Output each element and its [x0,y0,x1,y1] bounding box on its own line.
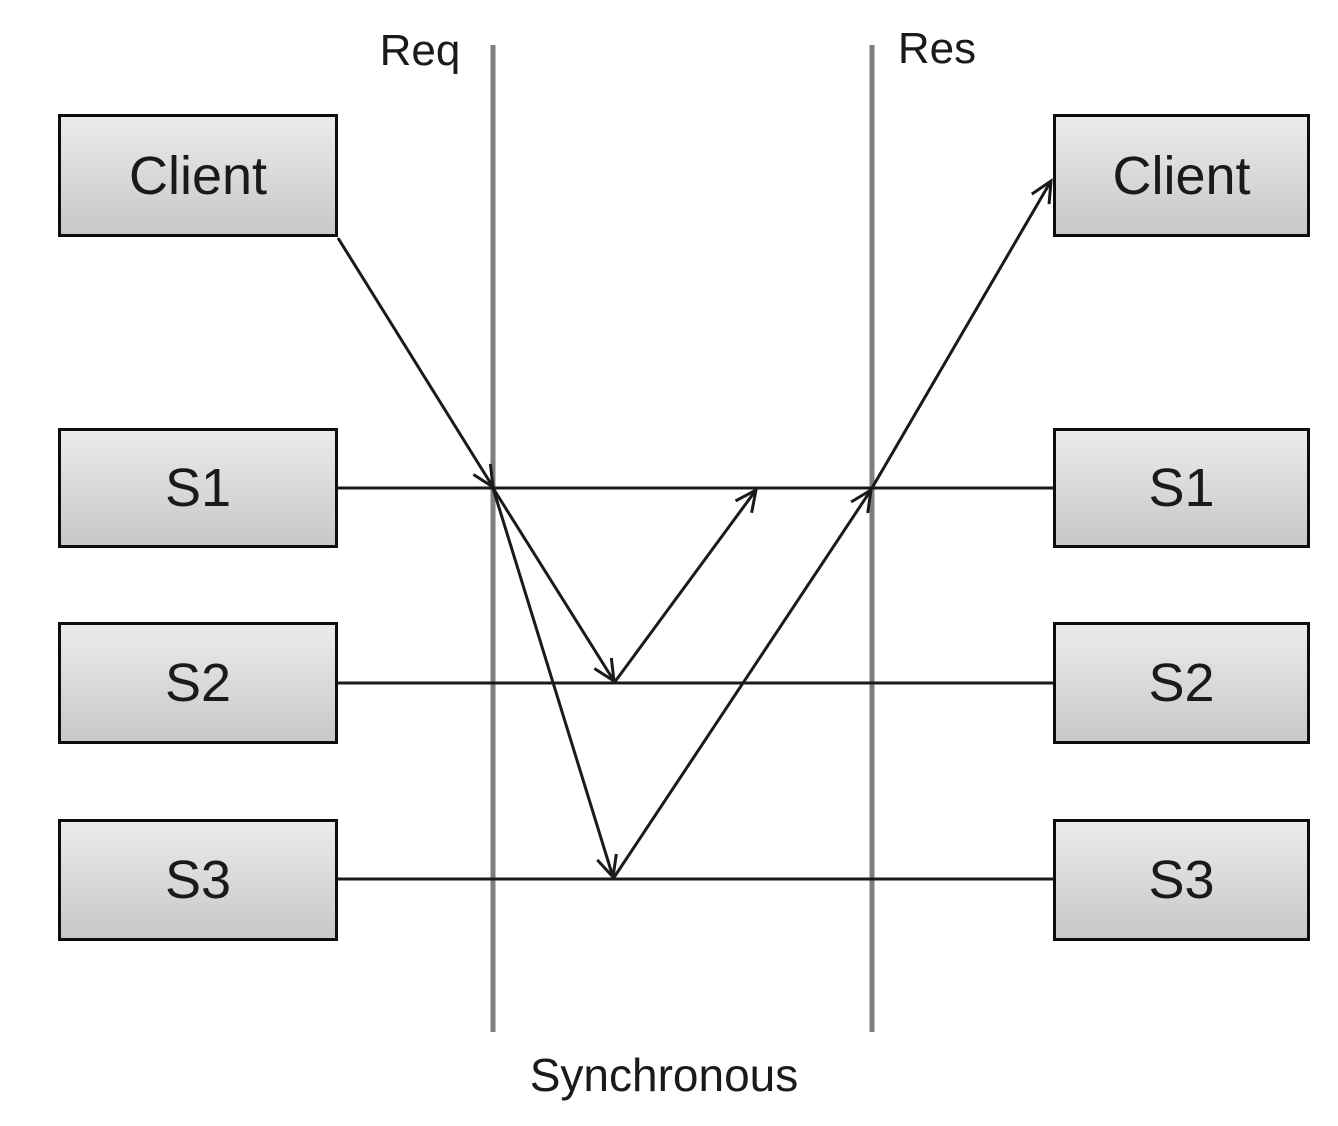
node-label: Client [1112,145,1251,206]
node-left-s1: S1 [58,428,338,548]
node-label: S1 [164,458,232,518]
node-left-client: Client [58,114,338,237]
node-left-s3: S3 [58,819,338,941]
res-guide-label: Res [897,24,977,73]
edge-request-s1-to-s2 [491,487,614,681]
node-label: S2 [164,653,232,713]
node-label: S3 [1148,850,1215,910]
node-right-s3: S3 [1053,819,1310,941]
edge-response-s3-to-s1 [611,490,871,880]
diagram-caption: Synchronous [529,1049,799,1101]
node-right-client: Client [1053,114,1310,237]
node-label: S3 [164,850,232,910]
node-right-s2: S2 [1053,622,1310,744]
node-left-s2: S2 [58,622,338,744]
node-label: Client [128,145,268,206]
edge-response-s2-to-s1 [612,490,756,684]
node-label: S2 [1148,653,1215,713]
edge-request-s1-to-s3 [491,487,613,877]
node-right-s1: S1 [1053,428,1310,548]
req-guide-label: Req [379,26,461,75]
edge-request-client-to-s1 [336,237,493,487]
node-label: S1 [1148,458,1215,518]
edge-response-s1-to-client [870,181,1051,489]
